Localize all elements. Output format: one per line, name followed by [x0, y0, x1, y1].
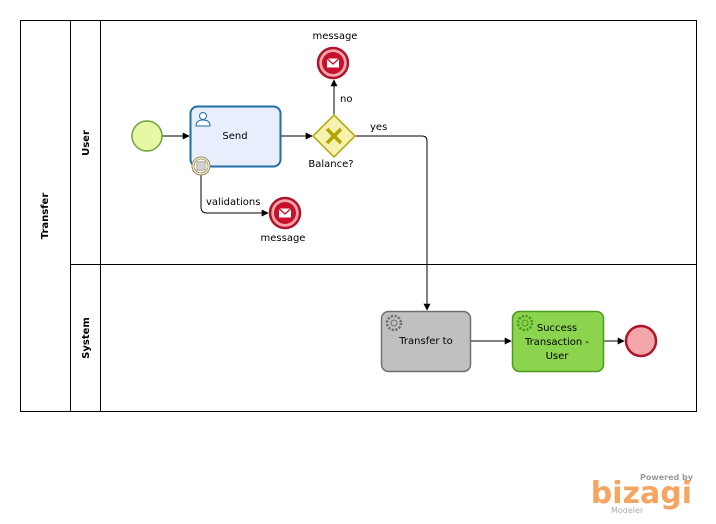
watermark-brand: bizagi — [591, 476, 692, 511]
task-success-label-line2: Transaction - — [524, 337, 589, 348]
task-send-label: Send — [222, 131, 247, 142]
gateway-label: Balance? — [308, 159, 353, 170]
pool-label: Transfer — [40, 193, 51, 240]
user-icon — [195, 112, 211, 127]
end-message-top[interactable] — [316, 46, 350, 80]
task-transfer-to[interactable]: Transfer to — [380, 310, 472, 373]
gear-icon — [516, 314, 534, 332]
flow-validations[interactable] — [200, 175, 269, 217]
flow-label-yes: yes — [370, 122, 387, 133]
watermark-powered-by: Powered by — [640, 473, 694, 482]
end-event[interactable] — [624, 324, 658, 358]
lane-label-system: System — [81, 317, 92, 359]
task-send[interactable]: Send — [189, 105, 282, 168]
conditional-boundary-icon[interactable] — [191, 156, 211, 176]
task-success-label-line3: User — [546, 351, 570, 362]
end-message-bottom-label: message — [261, 233, 306, 244]
bizagi-watermark: Powered by bizagi Modeler — [591, 473, 694, 515]
envelope-icon — [326, 58, 340, 68]
task-transfer-to-label: Transfer to — [398, 336, 452, 347]
envelope-icon — [278, 208, 292, 218]
gateway-balance[interactable] — [311, 113, 357, 159]
exclusive-x-icon — [325, 127, 343, 145]
flow-label-validations: validations — [206, 197, 260, 208]
flow-gateway-yes[interactable] — [355, 135, 431, 311]
end-message-bottom[interactable] — [268, 196, 302, 230]
task-success-transaction[interactable]: Success Transaction - User — [511, 310, 605, 373]
task-success-label-line1: Success — [537, 323, 577, 334]
watermark-product: Modeler — [611, 506, 644, 515]
gear-icon — [385, 314, 403, 332]
end-message-top-label: message — [313, 31, 358, 42]
start-event[interactable] — [131, 120, 163, 152]
lane-label-user: User — [81, 130, 92, 156]
flow-label-no: no — [340, 94, 352, 105]
